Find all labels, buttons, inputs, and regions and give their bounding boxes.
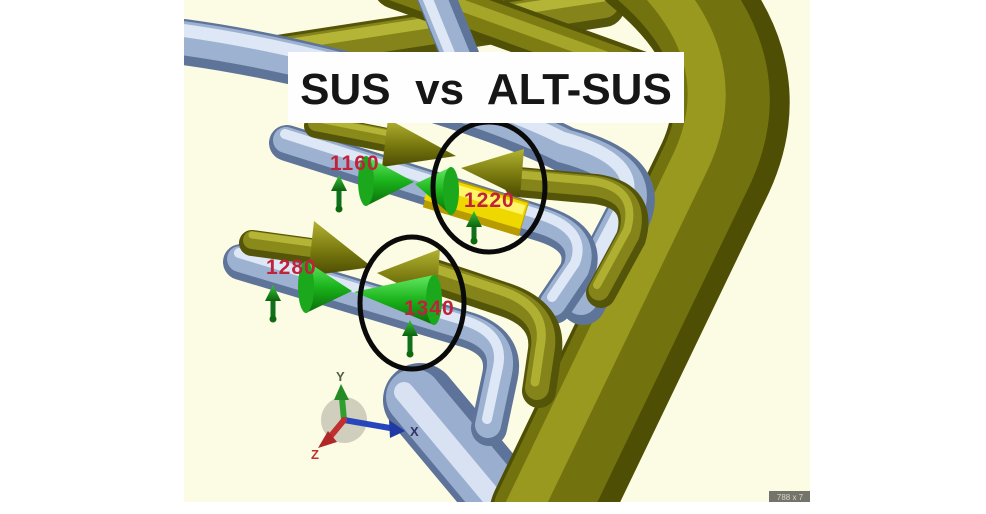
restraint-cone-base bbox=[358, 156, 374, 206]
support-arrows bbox=[265, 175, 482, 358]
watermark-text: 788 x 7 bbox=[777, 493, 804, 502]
flow-arrowhead-icon bbox=[308, 221, 372, 276]
node-label-1160: 1160 bbox=[330, 152, 380, 175]
restraint-cone-pair-1340 bbox=[298, 261, 442, 325]
restraint-cone-icon bbox=[354, 275, 434, 325]
x-axis-label: X bbox=[410, 424, 419, 439]
restraint-cone-base bbox=[298, 261, 314, 313]
y-axis-label: Y bbox=[336, 369, 345, 384]
flow-arrowhead-icon bbox=[461, 149, 524, 197]
support-arrow-icon bbox=[402, 320, 418, 358]
node-label-1220: 1220 bbox=[464, 189, 515, 212]
support-arrow-icon bbox=[466, 211, 482, 245]
title-banner: SUS vs ALT-SUS bbox=[288, 52, 684, 123]
node-label-1280: 1280 bbox=[266, 256, 317, 279]
x-axis-arrow-icon bbox=[341, 417, 405, 438]
pipe-olive-upper-right-arrow bbox=[461, 149, 633, 293]
support-arrow-icon bbox=[331, 175, 347, 213]
node-label-1340: 1340 bbox=[404, 297, 455, 320]
z-axis-arrow-icon bbox=[318, 417, 347, 448]
pipe-olive-lower-left-arrow bbox=[252, 221, 372, 276]
z-axis-label: Z bbox=[311, 447, 319, 462]
axis-triad: Y X Z bbox=[311, 369, 419, 462]
restraint-cone-pair-1220 bbox=[358, 156, 459, 215]
restraint-cone-icon bbox=[306, 261, 352, 313]
annotation-ellipse-1340 bbox=[357, 234, 467, 372]
restraint-cone-base bbox=[426, 275, 442, 325]
y-axis-arrow-icon bbox=[334, 384, 349, 423]
title-banner-text: SUS vs ALT-SUS bbox=[300, 65, 672, 114]
support-arrow-icon bbox=[265, 285, 281, 323]
watermark-badge: 788 x 7 bbox=[769, 491, 810, 502]
restraint-cone-base bbox=[443, 167, 459, 215]
restraint-cone-icon bbox=[366, 156, 414, 206]
